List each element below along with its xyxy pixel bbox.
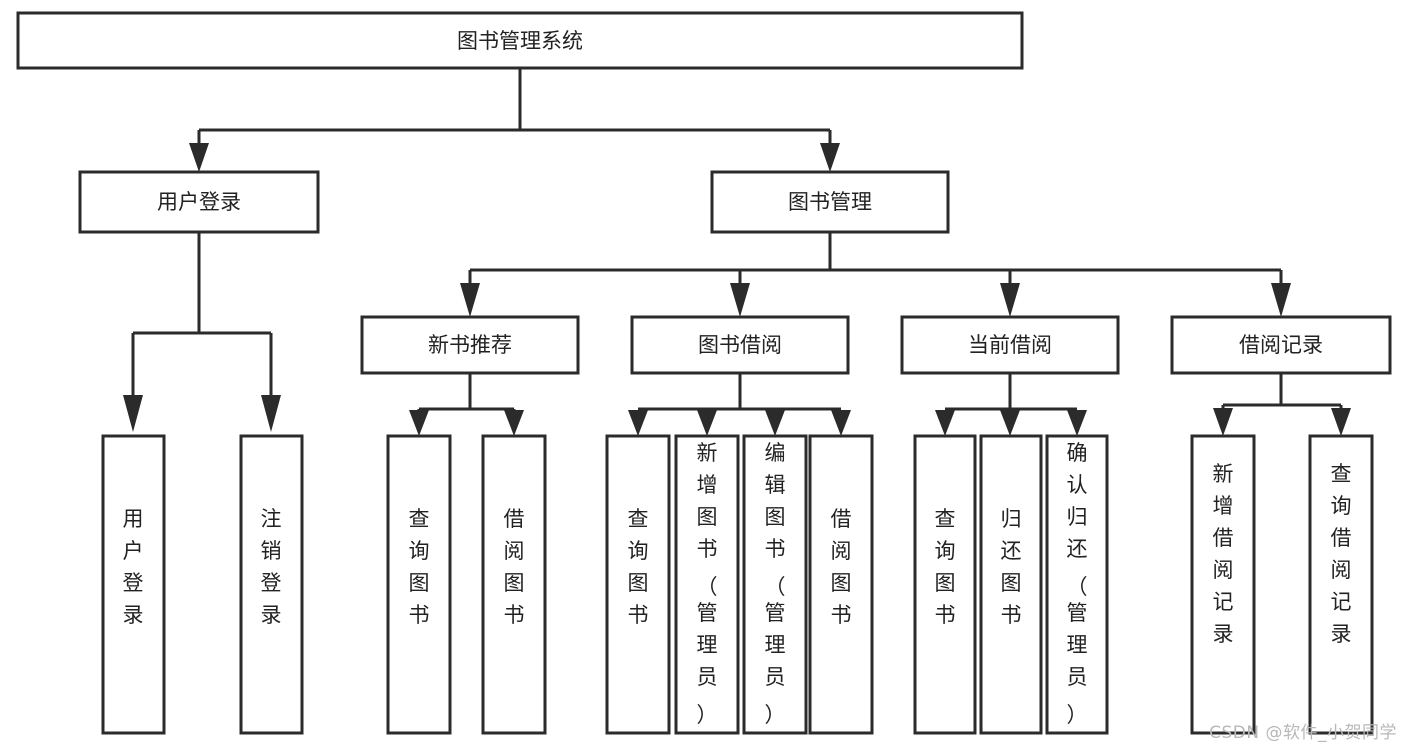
node-book-manage-label: 图书管理: [788, 190, 872, 214]
connector-group-book-borrow: [628, 373, 851, 436]
arrow-head-leaf-query-book-3: [935, 410, 955, 436]
node-leaf-add-book-box[interactable]: [674, 434, 740, 735]
arrow-head-leaf-user-logout: [261, 395, 281, 432]
node-leaf-borrow-book-1-label: 借阅图书: [504, 507, 525, 627]
node-leaf-user-login-label: 用户登录: [123, 507, 144, 627]
arrow-head-leaf-borrow-book-2: [831, 410, 851, 436]
node-leaf-query-record[interactable]: 查询借阅记录: [1308, 434, 1374, 735]
node-root[interactable]: 图书管理系统: [16, 11, 1024, 70]
arrow-head-leaf-query-record: [1331, 408, 1351, 436]
node-borrow-record[interactable]: 借阅记录: [1170, 315, 1392, 375]
node-leaf-edit-book-box[interactable]: [742, 434, 808, 735]
node-leaf-query-book-1[interactable]: 查询图书: [386, 434, 452, 735]
node-leaf-add-record-label: 新增借阅记录: [1213, 462, 1234, 646]
connector-group-root: [189, 68, 840, 172]
arrow-head-new-book-recommend: [460, 283, 480, 317]
node-leaf-user-login[interactable]: 用户登录: [101, 434, 166, 735]
node-leaf-add-record-box[interactable]: [1190, 434, 1256, 735]
node-leaf-query-book-3[interactable]: 查询图书: [913, 434, 977, 735]
arrow-head-leaf-add-book: [697, 410, 717, 436]
node-leaf-query-book-1-label: 查询图书: [409, 507, 430, 627]
node-leaf-query-record-box[interactable]: [1308, 434, 1374, 735]
connector-group-new-book-recommend: [409, 373, 524, 436]
node-leaf-borrow-book-1-box[interactable]: [481, 434, 547, 735]
arrow-head-leaf-confirm-return: [1067, 410, 1087, 436]
node-user-login-box[interactable]: [78, 170, 320, 234]
arrow-head-leaf-add-record: [1213, 408, 1233, 436]
node-book-manage[interactable]: 图书管理: [710, 170, 950, 234]
node-book-borrow[interactable]: 图书借阅: [630, 315, 850, 375]
node-root-box[interactable]: [16, 11, 1024, 70]
node-leaf-confirm-return[interactable]: 确认归还（管理员）: [1045, 434, 1109, 735]
arrow-head-leaf-return-book: [1000, 410, 1020, 436]
node-leaf-add-record[interactable]: 新增借阅记录: [1190, 434, 1256, 735]
node-leaf-edit-book[interactable]: 编辑图书（管理员）: [742, 434, 808, 735]
arrow-head-current-borrow: [1000, 283, 1020, 317]
node-leaf-user-logout-label: 注销登录: [261, 507, 282, 627]
node-current-borrow-label: 当前借阅: [968, 333, 1052, 357]
node-current-borrow-box[interactable]: [900, 315, 1120, 375]
node-leaf-return-book-box[interactable]: [979, 434, 1043, 735]
node-leaf-borrow-book-1[interactable]: 借阅图书: [481, 434, 547, 735]
node-leaf-return-book[interactable]: 归还图书: [979, 434, 1043, 735]
connector-group-borrow-record: [1213, 373, 1351, 436]
arrow-head-leaf-query-book-2: [628, 410, 648, 436]
node-leaf-edit-book-label: 编辑图书（管理员）: [765, 441, 786, 727]
node-leaf-query-book-3-label: 查询图书: [935, 507, 956, 627]
arrow-head-leaf-borrow-book-1: [504, 410, 524, 436]
arrow-head-borrow-record: [1271, 283, 1291, 317]
connector-group-current-borrow: [935, 373, 1087, 436]
node-leaf-query-book-1-box[interactable]: [386, 434, 452, 735]
node-leaf-return-book-label: 归还图书: [1001, 507, 1022, 627]
node-leaf-query-book-2-box[interactable]: [605, 434, 671, 735]
arrow-head-leaf-user-login: [123, 395, 143, 432]
arrow-head-leaf-edit-book: [765, 410, 785, 436]
arrow-head-user-login: [189, 143, 209, 172]
node-leaf-borrow-book-2-label: 借阅图书: [831, 507, 852, 627]
node-book-borrow-label: 图书借阅: [698, 333, 782, 357]
node-user-login-label: 用户登录: [157, 190, 241, 214]
node-book-manage-box[interactable]: [710, 170, 950, 234]
node-new-book-recommend-label: 新书推荐: [428, 333, 512, 357]
node-leaf-borrow-book-2-box[interactable]: [808, 434, 874, 735]
node-new-book-recommend[interactable]: 新书推荐: [360, 315, 580, 375]
node-new-book-recommend-box[interactable]: [360, 315, 580, 375]
node-borrow-record-label: 借阅记录: [1239, 333, 1323, 357]
arrow-head-book-borrow: [730, 283, 750, 317]
node-leaf-query-book-2[interactable]: 查询图书: [605, 434, 671, 735]
arrow-head-leaf-query-book-1: [409, 410, 429, 436]
node-leaf-add-book-label: 新增图书（管理员）: [697, 441, 718, 727]
node-user-login[interactable]: 用户登录: [78, 170, 320, 234]
node-borrow-record-box[interactable]: [1170, 315, 1392, 375]
node-leaf-borrow-book-2[interactable]: 借阅图书: [808, 434, 874, 735]
node-leaf-query-book-2-label: 查询图书: [628, 507, 649, 627]
node-current-borrow[interactable]: 当前借阅: [900, 315, 1120, 375]
node-leaf-query-record-label: 查询借阅记录: [1331, 462, 1352, 646]
node-leaf-query-book-3-box[interactable]: [913, 434, 977, 735]
node-leaf-confirm-return-label: 确认归还（管理员）: [1067, 441, 1088, 727]
connector-group-book-manage: [460, 232, 1291, 317]
node-leaf-user-login-box[interactable]: [101, 434, 166, 735]
node-leaf-user-logout-box[interactable]: [239, 434, 304, 735]
node-leaf-add-book[interactable]: 新增图书（管理员）: [674, 434, 740, 735]
node-leaf-user-logout[interactable]: 注销登录: [239, 434, 304, 735]
node-leaf-confirm-return-box[interactable]: [1045, 434, 1109, 735]
node-book-borrow-box[interactable]: [630, 315, 850, 375]
connector-group-user-login: [123, 232, 281, 432]
node-root-label: 图书管理系统: [457, 29, 583, 53]
arrow-head-book-manage: [820, 143, 840, 172]
